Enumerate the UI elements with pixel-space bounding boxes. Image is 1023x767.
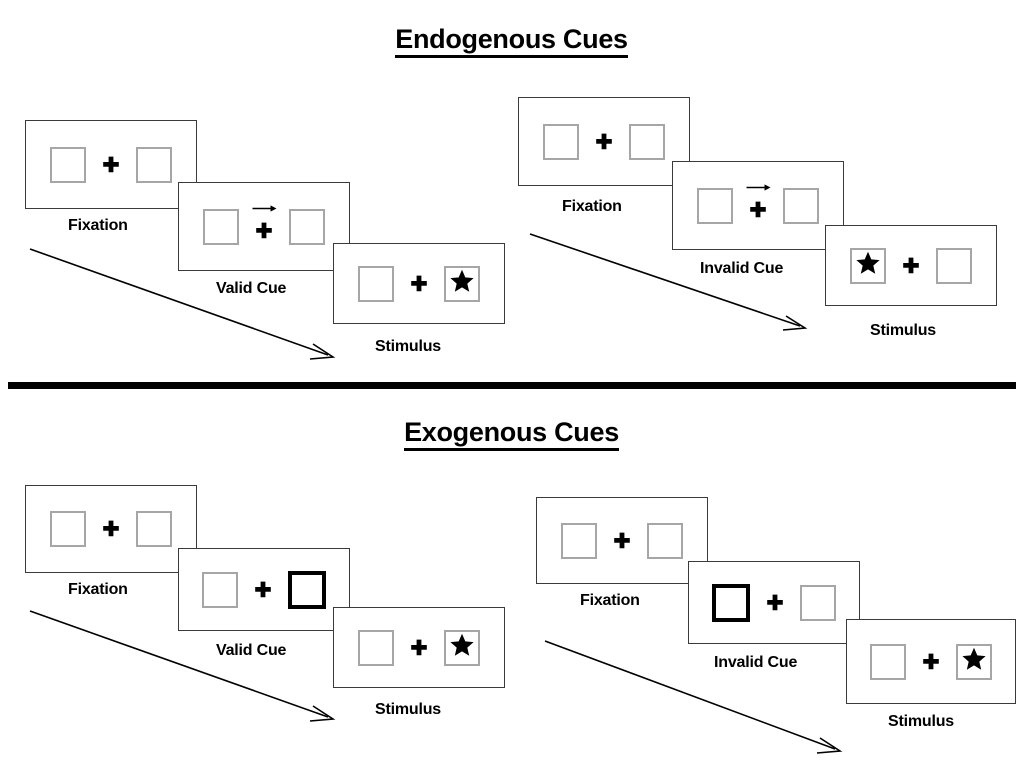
- box-left-empty: [50, 511, 86, 547]
- section-divider: [8, 382, 1016, 389]
- box-left-empty: [203, 208, 239, 245]
- box-left-empty: [202, 571, 238, 608]
- section-title-exogenous-text: Exogenous Cues: [404, 417, 619, 451]
- plus-cross-icon: [254, 581, 272, 599]
- panel-endogenous-invalid-cue: [672, 161, 844, 250]
- caption-exogenous-valid-stimulus: Stimulus: [375, 701, 441, 718]
- box-right-empty: [289, 208, 325, 245]
- plus-cross-icon: [766, 594, 784, 612]
- caption-exogenous-invalid-fixation: Fixation: [580, 592, 640, 609]
- section-title-exogenous: Exogenous Cues: [0, 417, 1023, 451]
- caption-exogenous-valid-fixation: Fixation: [68, 581, 128, 598]
- box-right-star: [956, 643, 992, 680]
- section-title-endogenous-text: Endogenous Cues: [395, 24, 628, 58]
- caption-endogenous-valid-stimulus: Stimulus: [375, 338, 441, 355]
- box-left-empty: [358, 629, 394, 666]
- section-title-endogenous: Endogenous Cues: [0, 24, 1023, 58]
- panel-exogenous-valid-stimulus: [333, 607, 505, 688]
- box-right-empty: [136, 511, 172, 547]
- caption-exogenous-invalid-stimulus: Stimulus: [888, 713, 954, 730]
- panel-exogenous-invalid-cue: [688, 561, 860, 644]
- box-left-empty: [697, 187, 733, 224]
- plus-cross-icon: [102, 156, 120, 174]
- plus-cross-icon: [255, 222, 273, 240]
- box-right-empty: [647, 522, 683, 559]
- arrow-right-icon: [746, 179, 772, 191]
- box-right-empty: [629, 123, 665, 160]
- box-left-empty: [543, 123, 579, 160]
- panel-endogenous-invalid-fixation: [518, 97, 690, 186]
- flow-arrow-exogenous-invalid: [544, 640, 843, 754]
- box-right-empty: [936, 247, 972, 284]
- plus-cross-icon: [410, 275, 428, 293]
- panel-exogenous-valid-cue: [178, 548, 350, 631]
- panel-endogenous-valid-cue: [178, 182, 350, 271]
- plus-cross-icon: [102, 520, 120, 538]
- box-right-star: [444, 629, 480, 666]
- box-right-star: [444, 265, 480, 302]
- panel-exogenous-invalid-stimulus: [846, 619, 1016, 704]
- box-right-cued: [288, 570, 326, 609]
- arrow-right-icon: [252, 200, 278, 212]
- star-icon: [449, 632, 475, 663]
- plus-cross-icon: [595, 133, 613, 151]
- panel-exogenous-valid-fixation: [25, 485, 197, 573]
- plus-cross-icon: [902, 257, 920, 275]
- box-right-empty: [800, 584, 836, 621]
- caption-endogenous-valid-fixation: Fixation: [68, 217, 128, 234]
- box-left-empty: [561, 522, 597, 559]
- box-right-empty: [136, 146, 172, 183]
- box-right-empty: [783, 187, 819, 224]
- plus-cross-icon: [749, 201, 767, 219]
- plus-cross-icon: [613, 532, 631, 550]
- panel-endogenous-valid-stimulus: [333, 243, 505, 324]
- star-icon: [961, 646, 987, 677]
- caption-endogenous-invalid-cue: Invalid Cue: [700, 260, 784, 277]
- star-icon: [449, 268, 475, 299]
- caption-exogenous-invalid-cue: Invalid Cue: [714, 654, 798, 671]
- box-left-empty: [50, 146, 86, 183]
- panel-endogenous-invalid-stimulus: [825, 225, 997, 306]
- plus-cross-icon: [922, 653, 940, 671]
- caption-endogenous-valid-cue: Valid Cue: [216, 280, 287, 297]
- panel-exogenous-invalid-fixation: [536, 497, 708, 584]
- box-left-star: [850, 247, 886, 284]
- box-left-empty: [358, 265, 394, 302]
- star-icon: [855, 250, 881, 281]
- box-left-cued: [712, 583, 750, 622]
- caption-endogenous-invalid-fixation: Fixation: [562, 198, 622, 215]
- caption-exogenous-valid-cue: Valid Cue: [216, 642, 287, 659]
- caption-endogenous-invalid-stimulus: Stimulus: [870, 322, 936, 339]
- plus-cross-icon: [410, 639, 428, 657]
- box-left-empty: [870, 643, 906, 680]
- panel-endogenous-valid-fixation: [25, 120, 197, 209]
